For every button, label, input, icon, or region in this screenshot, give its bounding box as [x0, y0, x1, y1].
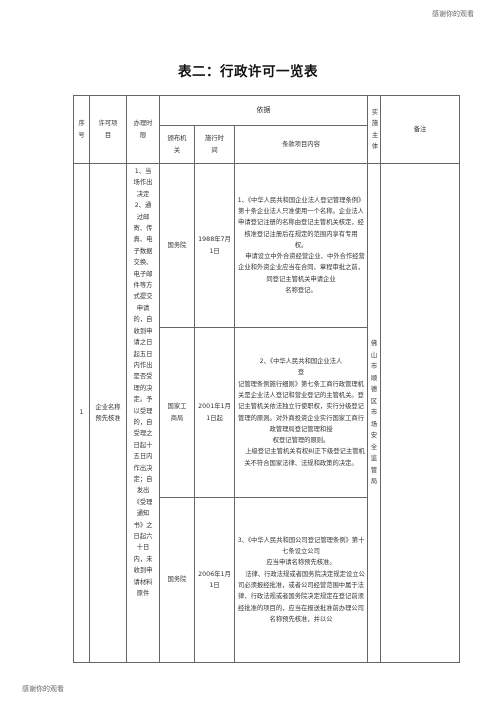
- permit-table: 序号 许可项目 办理时限 依据 实施主体 备注 颁布机关 施行时间 条款项目内容…: [73, 95, 461, 663]
- col-clause-header: 条款项目内容: [233, 125, 369, 164]
- row-seq: 1: [73, 163, 90, 663]
- basis-date-1: 1988年7月1日: [194, 163, 235, 328]
- basis-clause-2: 2、《中华人民共和国企业法人 登 记管理条例施行细则》第七条工商行政管理机关是企…: [233, 327, 369, 498]
- footer-note: 感谢你的观看: [22, 685, 64, 693]
- col-seq-header: 序号: [73, 95, 90, 164]
- row-remark: [380, 163, 461, 663]
- col-period-header: 办理时限: [126, 95, 160, 164]
- col-date-header: 施行时间: [194, 125, 235, 164]
- row-subject: 佛山市顺德区市场安全监管局: [367, 163, 382, 663]
- row-item: 企业名称预先核准: [89, 163, 127, 663]
- basis-date-3: 2006年1月1日: [194, 497, 235, 663]
- basis-clause-1: 1、《中华人民共和国企业法人登记管理条例》第十条企业法人只准使用一个名称。企业法…: [233, 163, 369, 328]
- col-basis-header: 依据: [158, 95, 369, 126]
- page-title: 表二：行政许可一览表: [178, 64, 318, 80]
- basis-org-3: 国务院: [159, 497, 195, 663]
- col-org-header: 颁布机关: [159, 125, 195, 164]
- col-remark-header: 备注: [380, 95, 461, 164]
- basis-org-2: 国家工商局: [159, 327, 195, 498]
- header-note: 感谢你的观看: [432, 10, 474, 18]
- basis-date-2: 2001年1月1日起: [194, 327, 235, 498]
- basis-org-1: 国务院: [159, 163, 195, 328]
- col-subject-header: 实施主体: [367, 95, 382, 164]
- row-period: 1、当场作出决定2、通过邮寄、传真、电子数据交换、电子邮件等方式提交申请的，自收…: [126, 163, 160, 663]
- basis-clause-3: 3、《中华人民共和国公司登记管理条例》第十七条设立公司 应当申请名称预先核准。 …: [233, 497, 369, 663]
- col-item-header: 许可项目: [89, 95, 127, 164]
